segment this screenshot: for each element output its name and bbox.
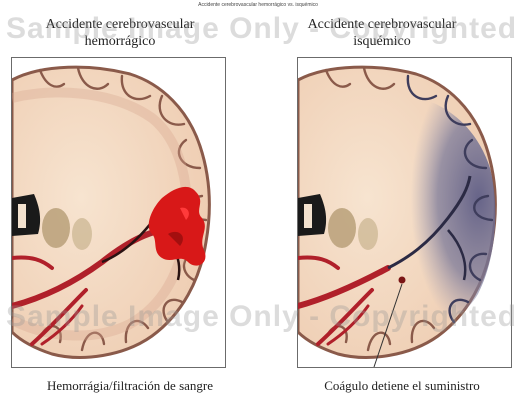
left-title-line1: Accidente cerebrovascular [0, 16, 240, 33]
hemorrhagic-brain-svg [12, 58, 225, 367]
right-panel-title: Accidente cerebrovascular isquémico [262, 16, 502, 50]
right-title-line1: Accidente cerebrovascular [262, 16, 502, 33]
figure-caption: Accidente cerebrovascular hemorrágico vs… [0, 2, 516, 8]
basal-nucleus [328, 208, 356, 248]
ventricle [12, 194, 40, 236]
left-panel-title: Accidente cerebrovascular hemorrágico [0, 16, 240, 50]
right-title-line2: isquémico [262, 33, 502, 50]
clot [399, 277, 406, 284]
basal-nucleus [42, 208, 70, 248]
right-panel-caption: Coágulo detiene el suministro [272, 378, 516, 394]
ischemic-illustration [297, 57, 512, 368]
left-panel-caption: Hemorrágia/filtración de sangre [0, 378, 260, 394]
ventricle [298, 194, 326, 236]
ischemic-brain-svg [298, 58, 511, 367]
hemorrhagic-illustration [11, 57, 226, 368]
left-title-line2: hemorrágico [0, 33, 240, 50]
